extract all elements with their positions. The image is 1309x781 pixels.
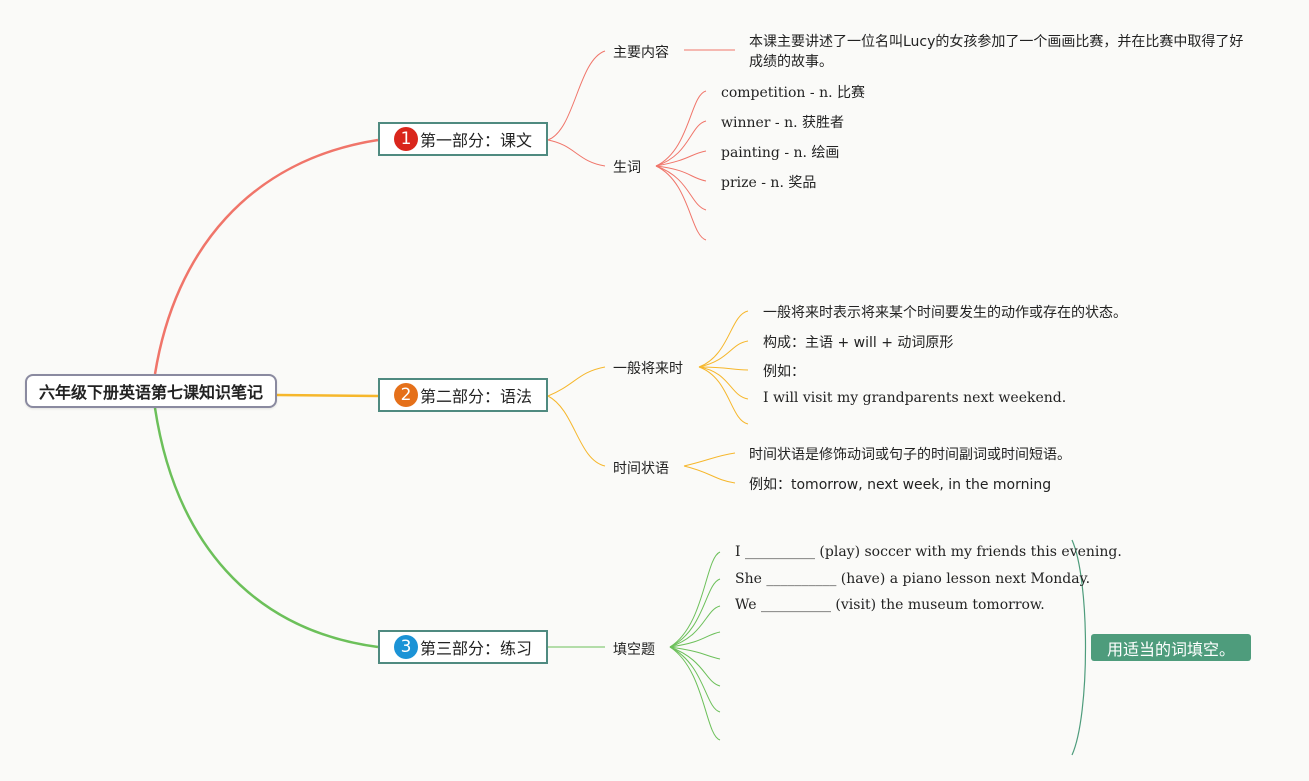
number-1-badge-icon: 1 [393, 127, 418, 151]
number-2-badge-icon: 2 [393, 383, 418, 407]
root-to-section-3-line [153, 407, 379, 649]
grammar-item: 构成：主语 + will + 动词原形 [763, 335, 954, 351]
root-to-section-1-line [153, 138, 379, 375]
summary-callout[interactable]: 用适当的词填空。 [1091, 634, 1251, 661]
vocab-item: competition - n. 比赛 [721, 85, 865, 101]
exercise-item: She __________ (have) a piano lesson nex… [735, 571, 1091, 587]
summary-brace [1071, 539, 1087, 756]
section-1-title: 第一部分：课文 [419, 131, 532, 150]
vocab-item: prize - n. 奖品 [721, 175, 817, 191]
root-to-section-2-line [276, 393, 379, 398]
vocab-item: winner - n. 获胜者 [721, 115, 845, 131]
branch-vocabulary[interactable]: 生词 [613, 160, 641, 176]
branch-future-tense[interactable]: 一般将来时 [613, 361, 683, 377]
main-content-text: 本课主要讲述了一位名叫Lucy的女孩参加了一个画画比赛，并在比赛中取得了好成绩的… [749, 34, 1244, 70]
section-2-node[interactable]: 2 第二部分：语法 [378, 378, 548, 412]
grammar-item: 一般将来时表示将来某个时间要发生的动作或存在的状态。 [763, 305, 1127, 321]
vocab-item: painting - n. 绘画 [721, 145, 840, 161]
number-3-badge-icon: 3 [393, 635, 418, 659]
root-topic[interactable]: 六年级下册英语第七课知识笔记 [25, 374, 277, 408]
section-1-node[interactable]: 1 第一部分：课文 [378, 122, 548, 156]
root-title: 六年级下册英语第七课知识笔记 [38, 383, 263, 402]
grammar-example: I will visit my grandparents next weeken… [763, 390, 1067, 406]
branch-fill-blank[interactable]: 填空题 [613, 642, 655, 658]
section-3-node[interactable]: 3 第三部分：练习 [378, 630, 548, 664]
branch-time-adverbial[interactable]: 时间状语 [613, 461, 669, 477]
branch-main-content[interactable]: 主要内容 [613, 45, 669, 61]
exercise-item: We __________ (visit) the museum tomorro… [735, 597, 1045, 613]
adverbial-item: 例如：tomorrow, next week, in the morning [749, 477, 1052, 493]
section-2-title: 第二部分：语法 [419, 387, 532, 406]
adverbial-item: 时间状语是修饰动词或句子的时间副词或时间短语。 [749, 447, 1071, 463]
exercise-item: I __________ (play) soccer with my frien… [735, 544, 1122, 560]
grammar-item: 例如： [763, 364, 805, 380]
section-3-title: 第三部分：练习 [419, 639, 532, 658]
